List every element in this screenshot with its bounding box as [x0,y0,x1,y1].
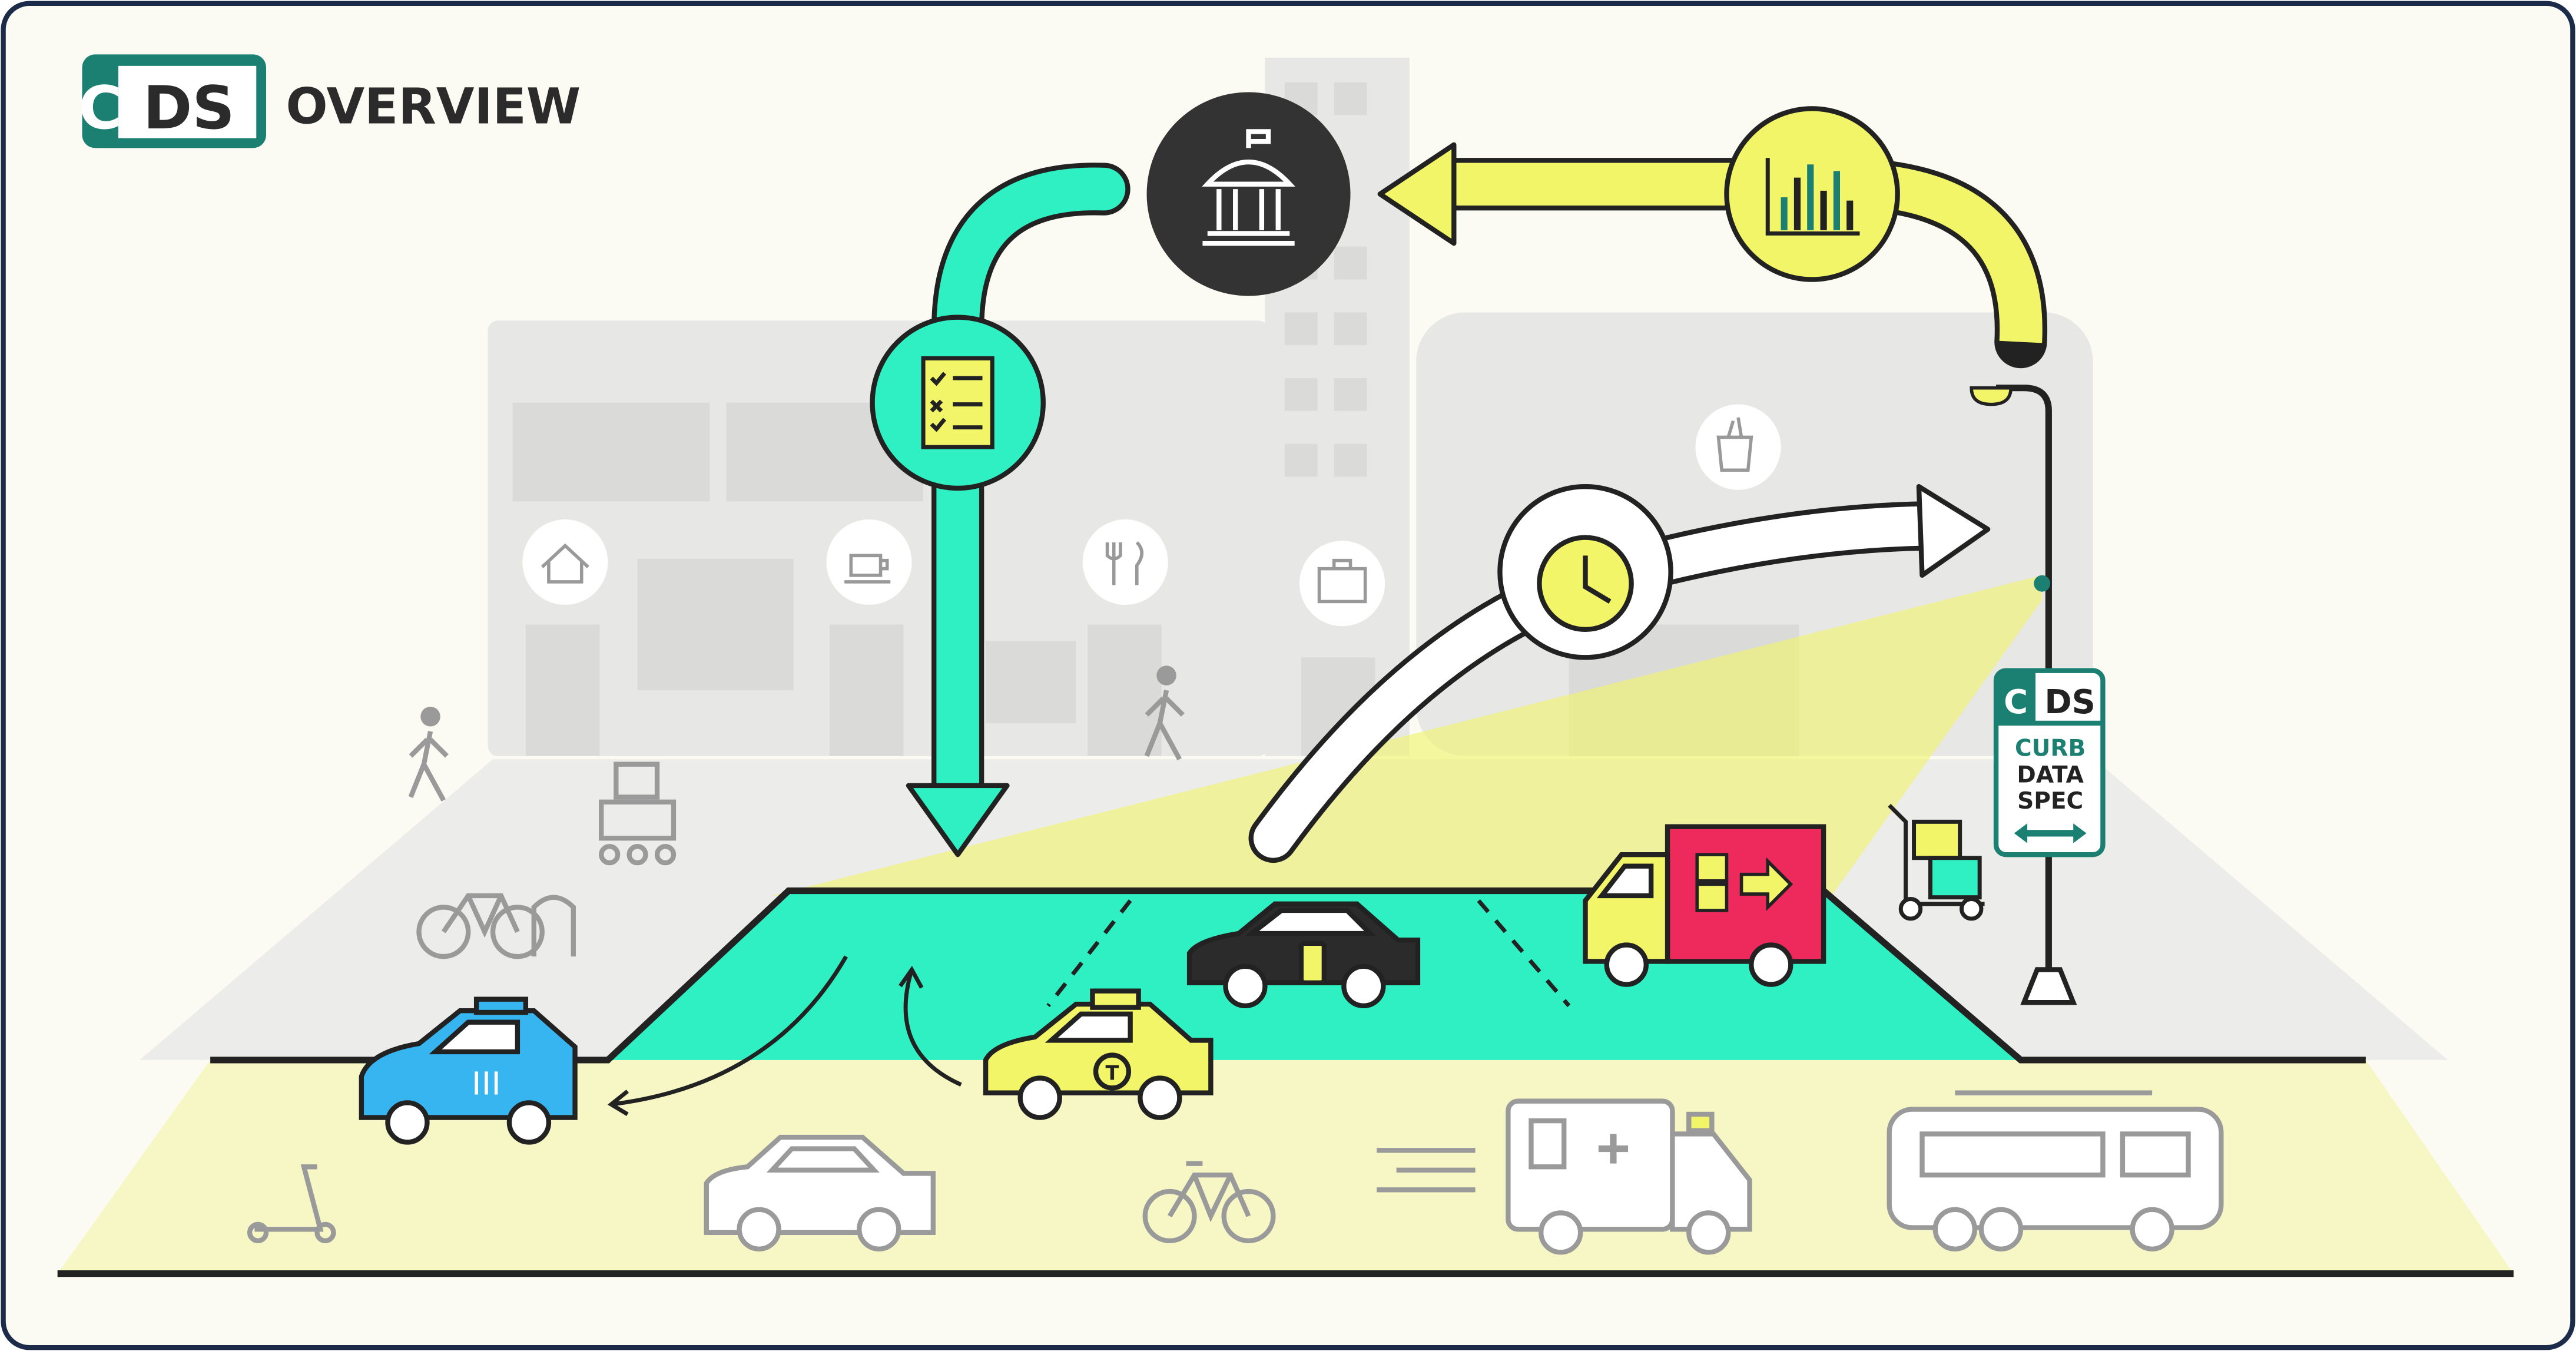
page-title: OVERVIEW [286,78,581,135]
checklist-icon [870,314,1046,491]
sign-line-curb: CURB [2015,736,2086,762]
bus-icon [1887,1090,2224,1251]
scooter-icon [247,1164,336,1244]
sign-logo-c: C [2004,683,2028,721]
sign-line-data: DATA [2017,761,2084,788]
taxi: T [983,988,1214,1120]
briefcase-icon [1299,541,1385,627]
grocery-bag-icon [1695,404,1781,490]
maneuver-arrows [607,955,962,1116]
delivery-robot-icon [599,761,677,866]
bicycle-icon [1142,1161,1276,1244]
sign-logo-ds: DS [2044,683,2096,721]
delivery-truck [1583,824,1826,987]
food-delivery-car [359,996,578,1145]
taxi-badge: T [1106,1061,1119,1084]
road-vehicles [247,1090,2224,1255]
bike-rack-icon [416,893,576,959]
hand-truck-icon [1888,803,1985,921]
car-icon [704,1134,936,1251]
pedestrian-icon [408,707,449,802]
clock-icon [1497,484,1673,660]
pedestrian-icon [1144,665,1185,761]
logo-ds: DS [143,74,235,143]
curb-data-spec-sign: C DS CURB DATA SPEC [1993,668,2106,857]
restaurant-icon [1082,519,1168,605]
ambulance-icon [1377,1098,1752,1255]
business-icons [522,404,1781,627]
sign-line-spec: SPEC [2017,788,2083,814]
policy-flow-arrow [906,163,1130,857]
bar-chart-icon [1724,106,1900,282]
logo-c: C [78,74,122,143]
cds-logo: C DS [78,54,267,148]
coffee-icon [826,519,912,605]
sidewalk-items [408,665,1185,959]
home-icon [522,519,608,605]
double-arrow-icon [2014,823,2087,843]
street-lamp [1970,385,2077,1005]
city-government-icon [1146,92,1351,296]
rideshare-car [1186,901,1421,1009]
